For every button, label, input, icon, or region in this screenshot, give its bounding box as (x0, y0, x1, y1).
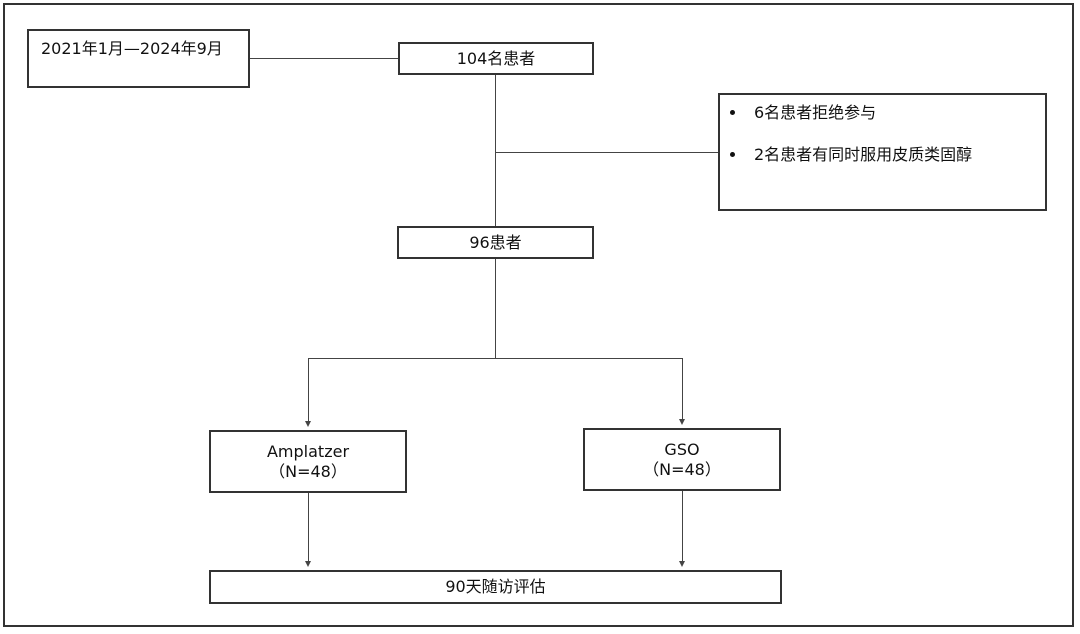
study-period-box: 2021年1月—2024年9月 (27, 29, 250, 88)
connector-period-enrolled (250, 58, 398, 59)
connector-left-followup (308, 493, 309, 562)
enrolled-text: 104名患者 (456, 48, 536, 68)
connector-split-horizontal (308, 358, 683, 359)
exclusion-list: 6名患者拒绝参与 2名患者有同时服用皮质类固醇 (720, 103, 985, 165)
connector-right-followup (682, 491, 683, 562)
exclusion-box: 6名患者拒绝参与 2名患者有同时服用皮质类固醇 (718, 93, 1047, 211)
connector-included-split (495, 259, 496, 359)
included-box: 96患者 (397, 226, 594, 259)
connector-split-right (682, 358, 683, 420)
followup-text: 90天随访评估 (445, 577, 546, 596)
study-period-text: 2021年1月—2024年9月 (41, 39, 223, 58)
connector-enrolled-included (495, 75, 496, 226)
connector-exclusion-branch (496, 152, 718, 153)
outer-frame (3, 3, 1074, 627)
group-amplatzer-count: （N=48） (269, 461, 347, 481)
arrow-left-to-followup (305, 561, 311, 567)
followup-box: 90天随访评估 (209, 570, 782, 604)
exclusion-item: 2名患者有同时服用皮质类固醇 (720, 145, 985, 165)
exclusion-item: 6名患者拒绝参与 (720, 103, 985, 123)
group-gso-count: （N=48） (643, 459, 721, 479)
group-gso-box: GSO （N=48） (583, 428, 781, 491)
connector-split-left (308, 358, 309, 422)
group-amplatzer-name: Amplatzer (266, 441, 350, 461)
group-gso-name: GSO (664, 439, 700, 459)
arrow-right-to-followup (679, 561, 685, 567)
enrolled-box: 104名患者 (398, 42, 594, 75)
arrow-to-left-group (305, 421, 311, 427)
group-amplatzer-box: Amplatzer （N=48） (209, 430, 407, 493)
arrow-to-right-group (679, 419, 685, 425)
included-text: 96患者 (469, 232, 522, 252)
